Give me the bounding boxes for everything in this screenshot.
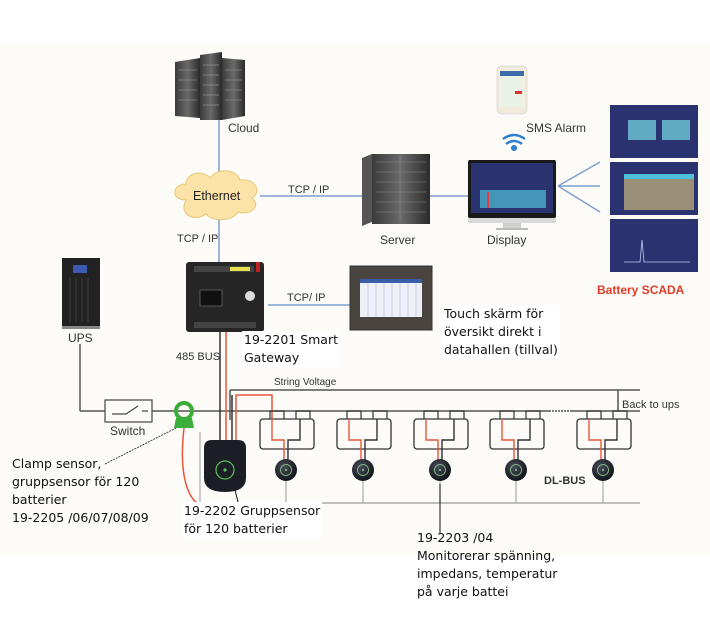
switch-icon [104, 399, 153, 423]
scada-screen-1 [610, 105, 698, 158]
switch-label: Switch [110, 424, 146, 438]
server-rack-icon [362, 154, 430, 226]
tcp-ip-label-server: TCP / IP [288, 184, 330, 196]
battery-modules [259, 410, 632, 503]
display-monitor-icon [468, 160, 556, 230]
scada-screens [610, 105, 698, 272]
display-label: Display [487, 233, 527, 247]
ups-icon [62, 258, 100, 329]
network-links [218, 118, 601, 306]
battery-icon [336, 418, 392, 450]
battery-icon [489, 418, 545, 450]
tcp-ip-label-gateway: TCP / IP [177, 233, 219, 245]
dl-bus-label: DL-BUS [544, 475, 586, 487]
touch-screen-icon [349, 265, 433, 331]
clamp-leader-line [104, 427, 177, 465]
battery-icon [576, 418, 632, 450]
battery-icon [413, 418, 469, 450]
tcp-ip-label-touch: TCP/ IP [287, 292, 326, 304]
gateway-note: 19-2201 Smart Gateway [242, 331, 341, 367]
group-sensor-icon [204, 440, 246, 492]
monitor-note: 19-2203 /04 Monitorerar spänning, impeda… [417, 530, 558, 599]
cloud-servers-icon [175, 52, 245, 120]
battery-module [259, 410, 315, 503]
clamp-sensor-icon [174, 401, 194, 428]
battery-module [336, 410, 392, 503]
server-label: Server [380, 233, 416, 247]
group-sensor-note: 19-2202 Gruppsensor för 120 batterier [182, 502, 323, 538]
485-bus-label: 485 BUS [176, 351, 221, 363]
touch-screen-note: Touch skärm för översikt direkt i dataha… [442, 305, 560, 359]
cloud-label: Cloud [228, 121, 260, 135]
battery-icon [259, 418, 315, 450]
scada-screen-2 [610, 162, 698, 215]
battery-scada-title: Battery SCADA [597, 283, 685, 297]
battery-module [413, 410, 469, 503]
battery-module [576, 410, 632, 503]
ethernet-label: Ethernet [193, 189, 241, 203]
back-to-ups-label: Back to ups [622, 399, 680, 411]
string-voltage-label: String Voltage [274, 377, 337, 388]
ethernet-cloud-icon [174, 170, 258, 221]
scada-screen-3 [610, 219, 698, 272]
smart-gateway-icon [186, 262, 264, 332]
clamp-sensor-note: Clamp sensor, gruppsensor för 120 batter… [12, 456, 149, 525]
sms-alarm-label: SMS Alarm [526, 121, 587, 135]
smartphone-icon [496, 65, 528, 115]
ups-label: UPS [68, 331, 93, 345]
battery-module [489, 410, 545, 503]
wifi-icon [502, 133, 526, 152]
